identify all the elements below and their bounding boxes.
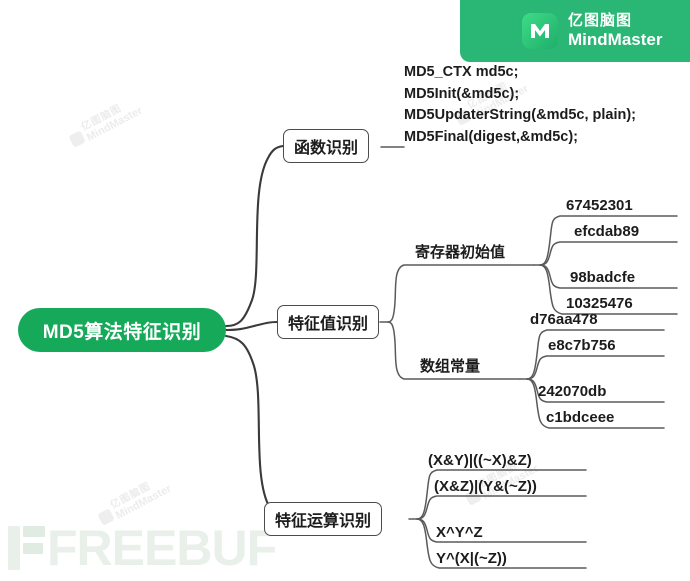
- freebuf-label: FREEBUF: [47, 520, 277, 576]
- group-node-label: 寄存器初始值: [415, 244, 506, 261]
- leaf-node-operation-formula[interactable]: Y^(X|(~Z)): [436, 545, 507, 567]
- mindmaster-logo-banner: 亿图脑图 MindMaster: [460, 0, 690, 62]
- watermark-logo-icon: [68, 129, 86, 148]
- group-node-register-initial-values[interactable]: 寄存器初始值: [415, 238, 505, 262]
- branch-node-feature-value-identification[interactable]: 特征值识别: [277, 305, 380, 339]
- logo-name-cn: 亿图脑图: [568, 12, 633, 30]
- watermark-cn: 亿图脑图: [79, 102, 124, 134]
- watermark-en: MindMaster: [113, 482, 174, 522]
- leaf-node-operation-formula[interactable]: X^Y^Z: [436, 519, 483, 541]
- logo-name-en: MindMaster: [568, 29, 663, 49]
- root-node-label: MD5算法特征识别: [42, 321, 202, 343]
- mindmaster-logo-icon: [522, 13, 558, 49]
- freebuf-bar-icon: [8, 526, 20, 570]
- watermark-cn: 亿图脑图: [108, 480, 153, 512]
- leaf-node-label: efcdab89: [574, 223, 640, 240]
- logo-text: 亿图脑图 MindMaster: [568, 12, 663, 49]
- watermark-mindmaster: 亿图脑图 MindMaster: [66, 96, 144, 152]
- leaf-node-array-constant[interactable]: d76aa478: [530, 306, 598, 328]
- leaf-node-label: Y^(X|(~Z)): [436, 550, 507, 567]
- watermark-mindmaster: 亿图脑图 MindMaster: [95, 474, 173, 530]
- leaf-node-label: (X&Y)|((~X)&Z): [428, 452, 532, 469]
- branch-node-feature-operation-identification[interactable]: 特征运算识别: [264, 502, 383, 536]
- branch-node-function-identification[interactable]: 函数识别: [283, 129, 370, 163]
- branch-node-label: 函数识别: [294, 140, 359, 157]
- leaf-node-label: (X&Z)|(Y&(~Z)): [434, 478, 537, 495]
- leaf-node-label: 98badcfe: [570, 269, 636, 286]
- leaf-node-label: 242070db: [538, 383, 607, 400]
- root-node[interactable]: MD5算法特征识别: [18, 308, 226, 352]
- freebuf-watermark: FREEBUF: [8, 520, 277, 576]
- leaf-node-register-value[interactable]: 10325476: [566, 290, 633, 312]
- group-node-label: 数组常量: [420, 358, 481, 375]
- leaf-node-operation-formula[interactable]: (X&Y)|((~X)&Z): [428, 447, 532, 469]
- branch-node-label: 特征运算识别: [275, 513, 372, 530]
- leaf-node-label: d76aa478: [530, 311, 598, 328]
- leaf-node-label: c1bdceee: [546, 409, 615, 426]
- leaf-node-operation-formula[interactable]: (X&Z)|(Y&(~Z)): [434, 473, 537, 495]
- group-node-array-constants[interactable]: 数组常量: [420, 352, 480, 376]
- leaf-node-label: X^Y^Z: [436, 524, 483, 541]
- leaf-node-register-value[interactable]: 98badcfe: [570, 264, 635, 286]
- leaf-node-array-constant[interactable]: 242070db: [538, 378, 606, 400]
- leaf-node-label: 67452301: [566, 197, 633, 214]
- freebuf-f-icon: [23, 526, 45, 570]
- function-identification-code: MD5_CTX md5c; MD5Init(&md5c); MD5Updater…: [404, 64, 637, 145]
- watermark-logo-icon: [97, 507, 115, 526]
- branch-node-label: 特征值识别: [288, 316, 369, 333]
- leaf-node-register-value[interactable]: 67452301: [566, 192, 633, 214]
- watermark-en: MindMaster: [84, 104, 145, 144]
- leaf-node-array-constant[interactable]: c1bdceee: [546, 404, 614, 426]
- leaf-node-array-constant[interactable]: e8c7b756: [548, 332, 616, 354]
- leaf-node-label: 10325476: [566, 295, 633, 312]
- leaf-node-label: e8c7b756: [548, 337, 616, 354]
- leaf-node-register-value[interactable]: efcdab89: [574, 218, 639, 240]
